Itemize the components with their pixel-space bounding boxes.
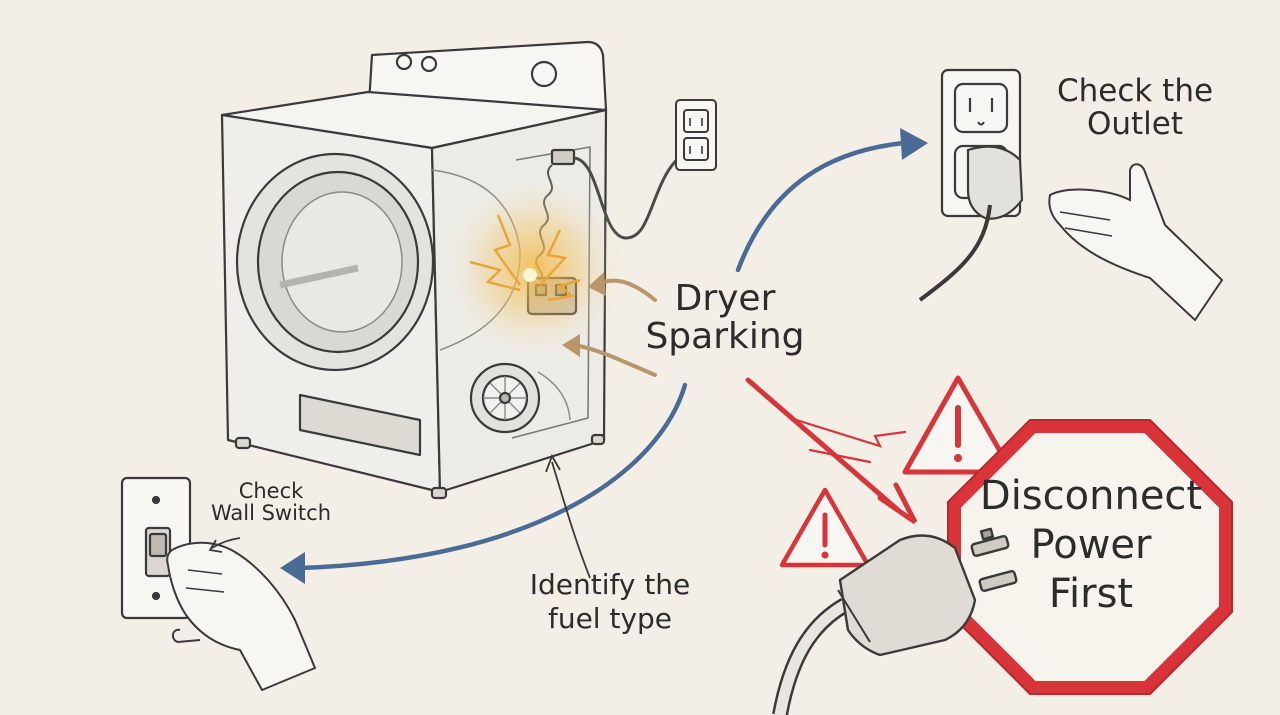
arrow-to-outlet — [735, 128, 928, 273]
switch-label-line-2: Wall Switch — [210, 501, 332, 526]
hand-icon — [1048, 163, 1224, 322]
arrow-to-switch — [280, 382, 688, 584]
center-label-line-1: Dryer — [674, 278, 776, 319]
wall-outlet-icon — [675, 99, 717, 171]
stop-sign-label: Disconnect Power First — [960, 472, 1222, 618]
spark-icon — [443, 176, 627, 360]
switch-label-line-1: Check — [238, 479, 304, 503]
plug-icon — [772, 527, 1018, 715]
center-label: Dryer Sparking — [640, 280, 810, 356]
stop-sign-label-line-3: First — [1048, 570, 1134, 617]
outlet-label-line-2: Outlet — [1086, 105, 1184, 142]
center-label-line-2: Sparking — [645, 315, 805, 357]
stop-sign-label-line-2: Power — [1030, 521, 1152, 568]
stop-sign-icon — [947, 419, 1233, 695]
hand-icon — [166, 541, 317, 692]
warning-triangle-icon — [779, 487, 871, 568]
switch-label: Check Wall Switch — [196, 480, 346, 524]
arrows-to-spark-source — [562, 272, 657, 377]
outlet-label: Check the Outlet — [1040, 75, 1230, 140]
arrow-to-disconnect — [745, 377, 918, 525]
outlet-label-line-1: Check the — [1056, 73, 1214, 109]
swipe-motion-icon — [211, 537, 241, 549]
dryer-icon — [220, 40, 691, 500]
warning-triangle-icon — [902, 375, 1015, 475]
plug-icon — [918, 145, 1024, 302]
arrow-to-fuel-type — [545, 453, 591, 579]
fuel-type-label-line-1: Identify the — [529, 568, 691, 601]
fuel-type-label: Identify the fuel type — [505, 568, 715, 635]
fuel-type-label-line-2: fuel type — [547, 601, 673, 635]
stop-sign-label-line-1: Disconnect — [979, 473, 1203, 519]
